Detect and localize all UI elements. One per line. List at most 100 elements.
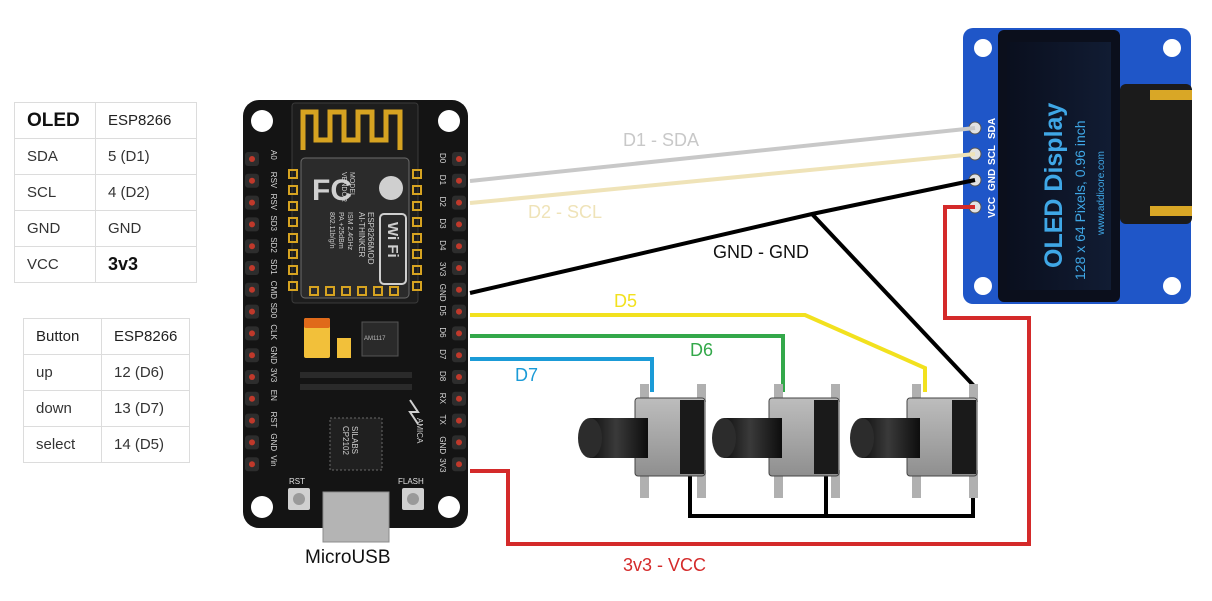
table-header-cell: OLED xyxy=(14,102,96,139)
pin-label: GND xyxy=(438,284,447,302)
oled-display-module: OLED Display 128 x 64 Pixels, 0.96 inch … xyxy=(963,28,1192,304)
header-pin-dot xyxy=(249,199,255,206)
pin-label: Vin xyxy=(269,455,278,466)
button-d5[interactable] xyxy=(850,384,978,498)
button-leg xyxy=(831,384,840,402)
oled-pin-label: SDA xyxy=(987,118,998,139)
button-leg xyxy=(640,384,649,402)
pin-label: RSV xyxy=(269,172,278,189)
pin-label: CMD xyxy=(269,281,278,299)
pin-label: D2 xyxy=(438,197,447,208)
header-pin-dot xyxy=(456,243,462,250)
header-pin-dot xyxy=(456,330,462,337)
button-leg xyxy=(912,384,921,402)
table-cell: 12 (D6) xyxy=(101,354,190,391)
pin-label: 3V3 xyxy=(438,262,447,277)
wire-scl xyxy=(469,152,976,205)
module-text-line: ISM 2.4GHz xyxy=(346,212,353,251)
header-pin-dot xyxy=(456,265,462,271)
rst-button-cap[interactable] xyxy=(293,493,305,505)
button-d6[interactable] xyxy=(712,384,840,498)
fcc-mark: FC xyxy=(312,174,352,207)
ribbon-tape xyxy=(1150,206,1192,216)
pin-label: D1 xyxy=(438,175,447,186)
header-pin-dot xyxy=(249,439,255,446)
wires: D1 - SDA D2 - SCL GND - GND 3v3 - VCC D5… xyxy=(469,126,1031,575)
button-base xyxy=(952,400,976,474)
pin-label: 3V3 xyxy=(269,368,278,383)
regulator-label: AM1117 xyxy=(364,336,386,342)
espressif-logo-icon xyxy=(379,176,403,200)
mounting-hole xyxy=(974,277,992,295)
table-row: select 14 (D5) xyxy=(23,426,190,463)
module-text-line: 802.11b/g/n xyxy=(328,212,335,249)
board-pin-headers: A0RSVRSVSD3SD2SD1CMDSD0CLKGND3V3ENRSTGND… xyxy=(245,150,466,473)
usb-serial-chip xyxy=(329,417,383,471)
button-leg xyxy=(697,470,706,498)
header-pin-dot xyxy=(456,439,462,446)
table-cell: 14 (D5) xyxy=(101,426,190,463)
header-pin-dot xyxy=(456,177,462,184)
pin-label: SD1 xyxy=(269,259,278,275)
pin-label: D6 xyxy=(438,327,447,338)
table-header-cell: ESP8266 xyxy=(101,318,190,355)
oled-pin-label: VCC xyxy=(987,197,998,218)
module-pad xyxy=(357,286,367,296)
module-pad xyxy=(412,185,422,195)
pin-label: GND xyxy=(269,433,278,451)
header-pin-dot xyxy=(456,395,462,402)
module-text-line: MODEL xyxy=(348,172,355,197)
wire-label-scl: D2 - SCL xyxy=(528,202,602,222)
pin-label: D3 xyxy=(438,218,447,229)
wifi-logo-icon xyxy=(379,213,407,285)
header-pin-dot xyxy=(249,374,255,380)
button-leg xyxy=(912,470,921,498)
header-pin-dot xyxy=(249,221,255,228)
table-header-cell: ESP8266 xyxy=(95,102,197,139)
wire-label-vcc: 3v3 - VCC xyxy=(623,555,706,575)
table-cell: VCC xyxy=(14,246,96,283)
module-pad xyxy=(373,286,383,296)
header-pin-dot xyxy=(456,199,462,206)
table-header-cell: Button xyxy=(23,318,102,355)
lightning-icon xyxy=(408,399,420,425)
mounting-hole xyxy=(438,110,460,132)
header-pin-dot xyxy=(249,156,255,162)
button-leg xyxy=(969,470,978,498)
oled-ribbon xyxy=(1120,84,1192,224)
table-cell: up xyxy=(23,354,102,391)
module-pad xyxy=(288,169,298,179)
header-pin-dot xyxy=(249,265,255,271)
table-cell: down xyxy=(23,390,102,427)
pin-label: D0 xyxy=(438,153,447,164)
brand-label: AMICA xyxy=(415,418,424,444)
button-leg xyxy=(640,470,649,498)
button-d7[interactable] xyxy=(578,384,706,498)
ribbon-tape xyxy=(1150,90,1192,100)
pin-label: RX xyxy=(438,393,447,405)
header-pin-dot xyxy=(249,461,255,468)
flash-button-cap[interactable] xyxy=(407,493,419,505)
header-pin-dot xyxy=(249,395,255,402)
wire-label-d5: D5 xyxy=(614,291,637,311)
module-pad xyxy=(412,281,422,291)
module-text-line: VENDOR xyxy=(340,172,347,202)
pin-label: D8 xyxy=(438,371,447,382)
header-pin-dot xyxy=(249,243,255,250)
smd-row xyxy=(300,384,412,390)
esp8266-nodemcu-board: FC MODEL VENDOR ESP8266MOD AI-THINKER IS… xyxy=(243,100,468,568)
mounting-hole xyxy=(1163,277,1181,295)
table-row: SCL 4 (D2) xyxy=(14,174,197,211)
header-pin-dot xyxy=(249,417,255,424)
header-pin-dot xyxy=(456,286,462,293)
pin-label: SD2 xyxy=(269,237,278,253)
table-row: VCC 3v3 xyxy=(14,246,197,283)
table-header-row: Button ESP8266 xyxy=(23,318,190,355)
module-pad xyxy=(288,201,298,211)
button-leg xyxy=(774,384,783,402)
module-pad xyxy=(412,169,422,179)
flash-label: FLASH xyxy=(398,477,424,486)
oled-pin-label: GND xyxy=(987,169,998,191)
table-cell: GND xyxy=(14,210,96,247)
mounting-hole xyxy=(974,39,992,57)
